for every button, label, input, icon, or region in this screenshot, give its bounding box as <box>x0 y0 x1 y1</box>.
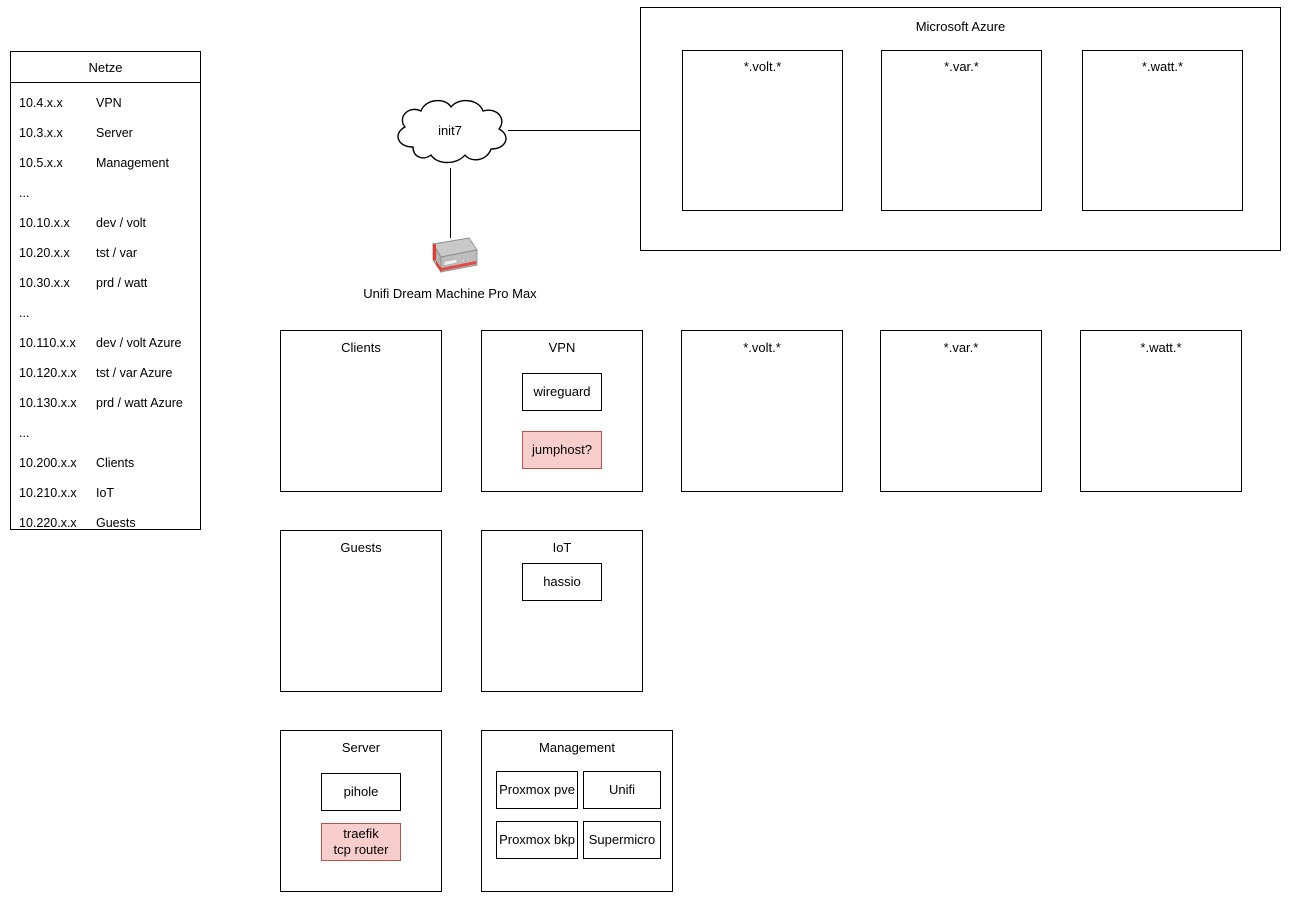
netze-row-label: Guests <box>96 516 136 530</box>
netze-row: 10.220.x.x Guests <box>11 508 200 538</box>
node-proxmox-bkp[interactable]: Proxmox bkp <box>496 821 578 859</box>
netze-row-ip: 10.30.x.x <box>19 276 70 290</box>
netze-row: 10.30.x.x prd / watt <box>11 268 200 298</box>
netze-row-ip: 10.120.x.x <box>19 366 77 380</box>
node-hassio-label: hassio <box>543 573 581 589</box>
netze-row-label: VPN <box>96 96 122 110</box>
zone-guests: Guests <box>280 530 442 692</box>
netze-row-ip: 10.200.x.x <box>19 456 77 470</box>
zone-volt-title: *.volt.* <box>743 340 781 355</box>
netze-row-ip: 10.130.x.x <box>19 396 77 410</box>
node-unifi[interactable]: Unifi <box>583 771 661 809</box>
netze-legend-title: Netze <box>11 52 200 83</box>
netze-row: 10.130.x.x prd / watt Azure <box>11 388 200 418</box>
zone-vpn-title: VPN <box>548 340 576 355</box>
netze-row-ip: 10.10.x.x <box>19 216 70 230</box>
node-proxmox-pve[interactable]: Proxmox pve <box>496 771 578 809</box>
node-proxmox-bkp-label: Proxmox bkp <box>499 831 575 847</box>
netze-row-label: prd / watt <box>96 276 148 290</box>
zone-clients-title: Clients <box>341 340 381 355</box>
netze-row-ip: 10.210.x.x <box>19 486 77 500</box>
netze-row: 10.110.x.x dev / volt Azure <box>11 328 200 358</box>
netze-row-label: Management <box>96 156 169 170</box>
zone-vpn: VPN wireguard jumphost? <box>481 330 643 492</box>
azure-container: Microsoft Azure *.volt.* *.var.* *.watt.… <box>640 7 1281 251</box>
zone-iot: IoT hassio <box>481 530 643 692</box>
zone-var: *.var.* <box>880 330 1042 492</box>
netze-row: 10.200.x.x Clients <box>11 448 200 478</box>
azure-box-volt-label: *.volt.* <box>743 59 782 74</box>
node-traefik-label-line1: traefik <box>343 825 379 841</box>
zone-management-title: Management <box>539 740 615 755</box>
node-pihole-label: pihole <box>343 783 379 799</box>
azure-box-watt: *.watt.* <box>1082 50 1243 211</box>
netze-row: 10.210.x.x IoT <box>11 478 200 508</box>
router-appliance-icon <box>432 237 478 274</box>
netze-row: ... <box>11 418 200 448</box>
netze-row: ... <box>11 178 200 208</box>
zone-volt: *.volt.* <box>681 330 843 492</box>
node-proxmox-pve-label: Proxmox pve <box>499 781 575 797</box>
netze-row: 10.120.x.x tst / var Azure <box>11 358 200 388</box>
azure-box-watt-label: *.watt.* <box>1141 59 1184 74</box>
netze-row: 10.10.x.x dev / volt <box>11 208 200 238</box>
zone-var-title: *.var.* <box>943 340 979 355</box>
zone-watt: *.watt.* <box>1080 330 1242 492</box>
netze-row-label: Clients <box>96 456 135 470</box>
netze-row-ip: ... <box>19 186 30 200</box>
netze-row: 10.3.x.x Server <box>11 118 200 148</box>
node-traefik-label-line2: tcp router <box>333 842 389 857</box>
node-jumphost[interactable]: jumphost? <box>522 431 602 469</box>
netze-row: 10.20.x.x tst / var <box>11 238 200 268</box>
link-cloud-to-azure <box>508 130 641 131</box>
netze-row: 10.5.x.x Management <box>11 148 200 178</box>
unifi-gateway-caption: Unifi Dream Machine Pro Max <box>363 286 537 301</box>
netze-row-ip: 10.220.x.x <box>19 516 77 530</box>
init7-cloud-label: init7 <box>438 123 462 138</box>
netze-row-ip: 10.20.x.x <box>19 246 70 260</box>
netze-row-ip: ... <box>19 426 30 440</box>
netze-row-label: IoT <box>96 486 115 500</box>
unifi-gateway-device <box>419 236 481 281</box>
azure-box-var-label: *.var.* <box>944 59 979 74</box>
azure-box-var: *.var.* <box>881 50 1042 211</box>
zone-management: Management Proxmox pve Unifi Proxmox bkp… <box>481 730 673 892</box>
link-cloud-to-gateway <box>450 168 451 238</box>
netze-legend-table: Netze 10.4.x.x VPN 10.3.x.x Server 10.5.x.x M… <box>10 51 201 530</box>
netze-legend-rows: 10.4.x.x VPN 10.3.x.x Server 10.5.x.x Managem… <box>11 83 200 538</box>
azure-title: Microsoft Azure <box>915 19 1006 34</box>
netze-row-label: tst / var Azure <box>96 366 173 380</box>
netze-row-ip: 10.5.x.x <box>19 156 63 170</box>
node-supermicro[interactable]: Supermicro <box>583 821 661 859</box>
netze-row-ip: 10.110.x.x <box>19 336 76 350</box>
netze-row: ... <box>11 298 200 328</box>
node-wireguard-label: wireguard <box>533 383 591 399</box>
azure-box-volt: *.volt.* <box>682 50 843 211</box>
netze-row-ip: ... <box>19 306 30 320</box>
node-unifi-label: Unifi <box>608 781 635 797</box>
zone-guests-title: Guests <box>340 540 382 555</box>
cloud-icon <box>397 100 507 164</box>
zone-watt-title: *.watt.* <box>1140 340 1182 355</box>
netze-row: 10.4.x.x VPN <box>11 88 200 118</box>
zone-server-title: Server <box>341 740 381 755</box>
node-jumphost-label: jumphost? <box>532 441 592 457</box>
zone-iot-title: IoT <box>552 540 572 555</box>
netze-row-label: Server <box>96 126 133 140</box>
netze-row-label: tst / var <box>96 246 137 260</box>
node-wireguard[interactable]: wireguard <box>522 373 602 411</box>
node-hassio[interactable]: hassio <box>522 563 602 601</box>
node-supermicro-label: Supermicro <box>588 831 656 847</box>
node-traefik-tcp-router[interactable]: traefik tcp router <box>321 823 401 861</box>
netze-row-label: prd / watt Azure <box>96 396 183 410</box>
netze-row-label: dev / volt Azure <box>96 336 182 350</box>
node-pihole[interactable]: pihole <box>321 773 401 811</box>
zone-clients: Clients <box>280 330 442 492</box>
netze-row-label: dev / volt <box>96 216 147 230</box>
netze-row-ip: 10.4.x.x <box>19 96 63 110</box>
zone-server: Server pihole traefik tcp router <box>280 730 442 892</box>
netze-row-ip: 10.3.x.x <box>19 126 63 140</box>
init7-cloud: init7 <box>385 95 515 170</box>
